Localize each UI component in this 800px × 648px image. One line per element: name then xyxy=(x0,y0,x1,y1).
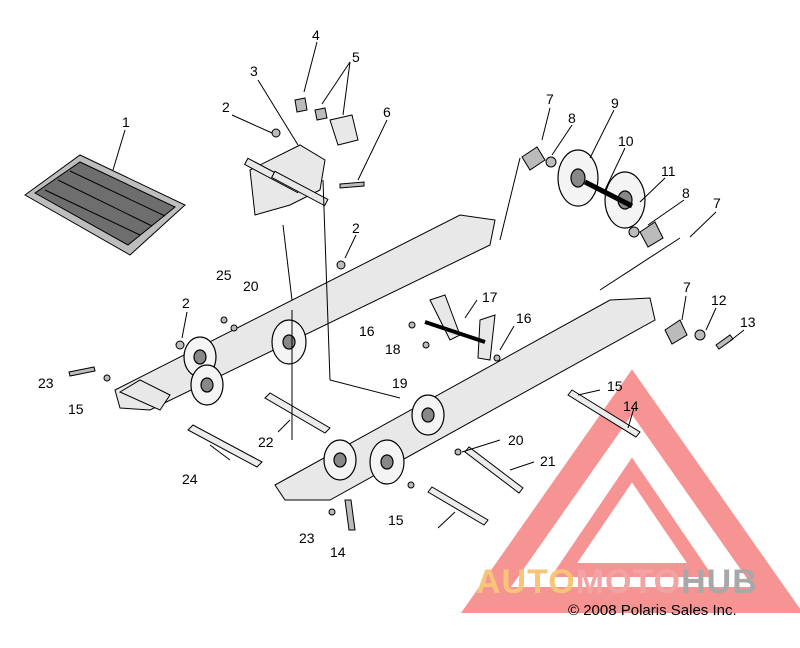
callout-label: 2 xyxy=(352,220,360,236)
callout-label: 14 xyxy=(330,544,346,560)
callout-label: 7 xyxy=(546,91,554,107)
leader-lines xyxy=(112,41,745,529)
callout-label: 17 xyxy=(482,289,498,305)
callout-label: 8 xyxy=(568,110,576,126)
center-bracket-part xyxy=(424,294,496,361)
callout-label: 19 xyxy=(392,375,408,391)
callout-label: 3 xyxy=(250,63,258,79)
callout-label: 21 xyxy=(540,453,556,469)
callout-label: 8 xyxy=(682,185,690,201)
callout-label: 10 xyxy=(618,133,634,149)
callout-label: 23 xyxy=(299,530,315,546)
callout-label: 9 xyxy=(611,95,619,111)
callout-label: 2 xyxy=(222,99,230,115)
copyright-text: © 2008 Polaris Sales Inc. xyxy=(568,602,737,619)
callout-label: 18 xyxy=(385,341,401,357)
watermark-brand: AUTOMOTOHUB xyxy=(476,563,758,602)
callout-label: 7 xyxy=(713,195,721,211)
callout-label: 15 xyxy=(388,512,404,528)
callout-label: 12 xyxy=(711,292,727,308)
callout-label: 15 xyxy=(607,378,623,394)
watermark-text-moto: MOTO xyxy=(575,563,682,601)
callout-label: 23 xyxy=(38,375,54,391)
callout-label: 1 xyxy=(122,114,130,130)
callout-label: 11 xyxy=(661,163,676,179)
callout-label: 2 xyxy=(182,295,190,311)
callout-label: 16 xyxy=(516,310,532,326)
watermark-logo-icon xyxy=(460,369,800,613)
watermark-text-auto: AUTO xyxy=(476,563,576,601)
right-rail-part xyxy=(274,297,656,501)
watermark-text-hub: HUB xyxy=(681,563,758,601)
callout-label: 5 xyxy=(352,49,360,65)
hardware-parts xyxy=(68,97,734,531)
callout-label: 24 xyxy=(182,471,198,487)
callout-label: 25 xyxy=(216,267,232,283)
track-assembly-part xyxy=(24,154,186,256)
upper-bracket-part xyxy=(243,114,359,216)
callout-label: 22 xyxy=(258,434,274,450)
callout-label: 14 xyxy=(623,398,639,414)
callout-label: 4 xyxy=(312,27,320,43)
callout-label: 20 xyxy=(243,278,259,294)
shaft-parts xyxy=(187,389,641,526)
callout-label: 15 xyxy=(68,401,84,417)
callout-label: 20 xyxy=(508,432,524,448)
callout-label: 16 xyxy=(359,323,375,339)
callout-label: 13 xyxy=(740,314,756,330)
callout-labels: 1 2 3 4 5 6 2 7 8 9 10 11 8 7 25 20 2 16… xyxy=(38,27,756,560)
callout-label: 6 xyxy=(383,104,391,120)
callout-label: 7 xyxy=(683,279,691,295)
wheel-parts xyxy=(183,149,646,485)
